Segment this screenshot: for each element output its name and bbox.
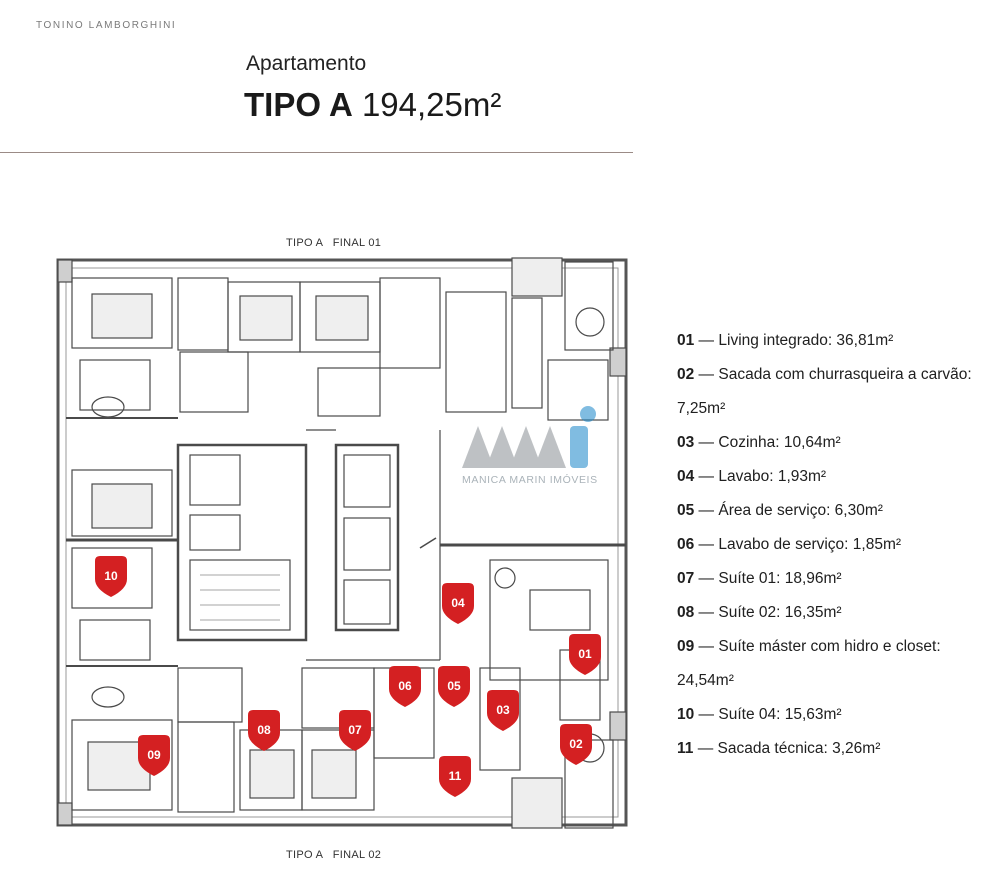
legend-number: 11 <box>677 740 694 757</box>
marker-label: 03 <box>496 703 510 717</box>
title-area: 194,25m² <box>361 86 502 123</box>
marker-label: 11 <box>449 769 462 783</box>
brand-name: TONINO LAMBORGHINI <box>36 20 177 31</box>
legend-number: 09 <box>677 638 695 655</box>
legend-text: Lavabo de serviço: 1,85m² <box>718 536 902 553</box>
marker-shield <box>439 756 471 797</box>
legend-number: 08 <box>677 604 695 621</box>
legend-item: 09 — Suíte máster com hidro e closet: 24… <box>677 638 941 689</box>
legend-text: Suíte máster com hidro e closet: 24,54m² <box>677 638 941 689</box>
legend-text: Sacada técnica: 3,26m² <box>717 740 881 757</box>
marker-label: 01 <box>578 647 592 661</box>
marker-label: 02 <box>569 737 583 751</box>
marker-label: 05 <box>447 679 461 693</box>
legend-text: Sacada com churrasqueira a carvão: 7,25m… <box>677 366 972 417</box>
marker-label: 07 <box>348 723 362 737</box>
watermark-text: MANICA MARIN IMÓVEIS <box>462 474 598 486</box>
title-divider <box>0 152 633 153</box>
marker-label: 04 <box>451 596 465 610</box>
legend-item: 05 — Área de serviço: 6,30m² <box>677 502 883 519</box>
legend-number: 04 <box>677 468 695 485</box>
plan-label-final-02: TIPO A FINAL 02 <box>286 849 382 861</box>
legend-text: Área de serviço: 6,30m² <box>718 502 883 519</box>
marker-label: 06 <box>398 679 412 693</box>
room-marker-06: 06 <box>389 666 421 707</box>
title-type: TIPO A <box>244 86 353 123</box>
room-markers: 10 04 01 06 05 03 08 07 09 02 11 <box>95 556 601 797</box>
room-marker-01: 01 <box>569 634 601 675</box>
legend-number: 01 <box>677 332 695 349</box>
legend-number: 05 <box>677 502 695 519</box>
page-title: TIPO A 194,25m² <box>244 86 501 124</box>
marker-label: 08 <box>257 723 271 737</box>
legend-number: 06 <box>677 536 695 553</box>
legend-item: 10 — Suíte 04: 15,63m² <box>677 706 842 723</box>
legend-number: 07 <box>677 570 695 587</box>
plan-label-final-01: TIPO A FINAL 01 <box>286 237 382 249</box>
marker-shield <box>95 556 127 597</box>
room-marker-10: 10 <box>95 556 127 597</box>
legend-item: 06 — Lavabo de serviço: 1,85m² <box>677 536 902 553</box>
legend-number: 10 <box>677 706 695 723</box>
legend-number: 03 <box>677 434 695 451</box>
legend-text: Suíte 01: 18,96m² <box>718 570 842 587</box>
room-marker-11: 11 <box>439 756 471 797</box>
legend-text: Suíte 02: 16,35m² <box>718 604 842 621</box>
page-subtitle: Apartamento <box>246 52 367 75</box>
room-marker-09: 09 <box>138 735 170 776</box>
legend-text: Living integrado: 36,81m² <box>718 332 894 349</box>
legend-item: 07 — Suíte 01: 18,96m² <box>677 570 842 587</box>
legend-text: Cozinha: 10,64m² <box>718 434 841 451</box>
legend-item: 01 — Living integrado: 36,81m² <box>677 332 894 349</box>
room-legend: 01 — Living integrado: 36,81m² 02 — Saca… <box>677 324 987 766</box>
marker-shield <box>487 690 519 731</box>
marker-shield <box>569 634 601 675</box>
room-marker-05: 05 <box>438 666 470 707</box>
marker-shield <box>389 666 421 707</box>
legend-item: 11 — Sacada técnica: 3,26m² <box>677 740 881 757</box>
marker-label: 10 <box>104 569 118 583</box>
marker-shield <box>438 666 470 707</box>
legend-text: Lavabo: 1,93m² <box>718 468 827 485</box>
marker-label: 09 <box>147 748 161 762</box>
marker-shield <box>138 735 170 776</box>
room-marker-03: 03 <box>487 690 519 731</box>
legend-item: 02 — Sacada com churrasqueira a carvão: … <box>677 366 972 417</box>
legend-item: 08 — Suíte 02: 16,35m² <box>677 604 842 621</box>
legend-number: 02 <box>677 366 695 383</box>
room-marker-02: 02 <box>560 724 592 765</box>
marker-shield <box>339 710 371 751</box>
legend-item: 03 — Cozinha: 10,64m² <box>677 434 841 451</box>
marker-shield <box>442 583 474 624</box>
legend-text: Suíte 04: 15,63m² <box>718 706 842 723</box>
room-marker-07: 07 <box>339 710 371 751</box>
watermark-logo <box>462 406 596 468</box>
legend-item: 04 — Lavabo: 1,93m² <box>677 468 827 485</box>
marker-shield <box>248 710 280 751</box>
marker-shield <box>560 724 592 765</box>
room-marker-04: 04 <box>442 583 474 624</box>
room-marker-08: 08 <box>248 710 280 751</box>
